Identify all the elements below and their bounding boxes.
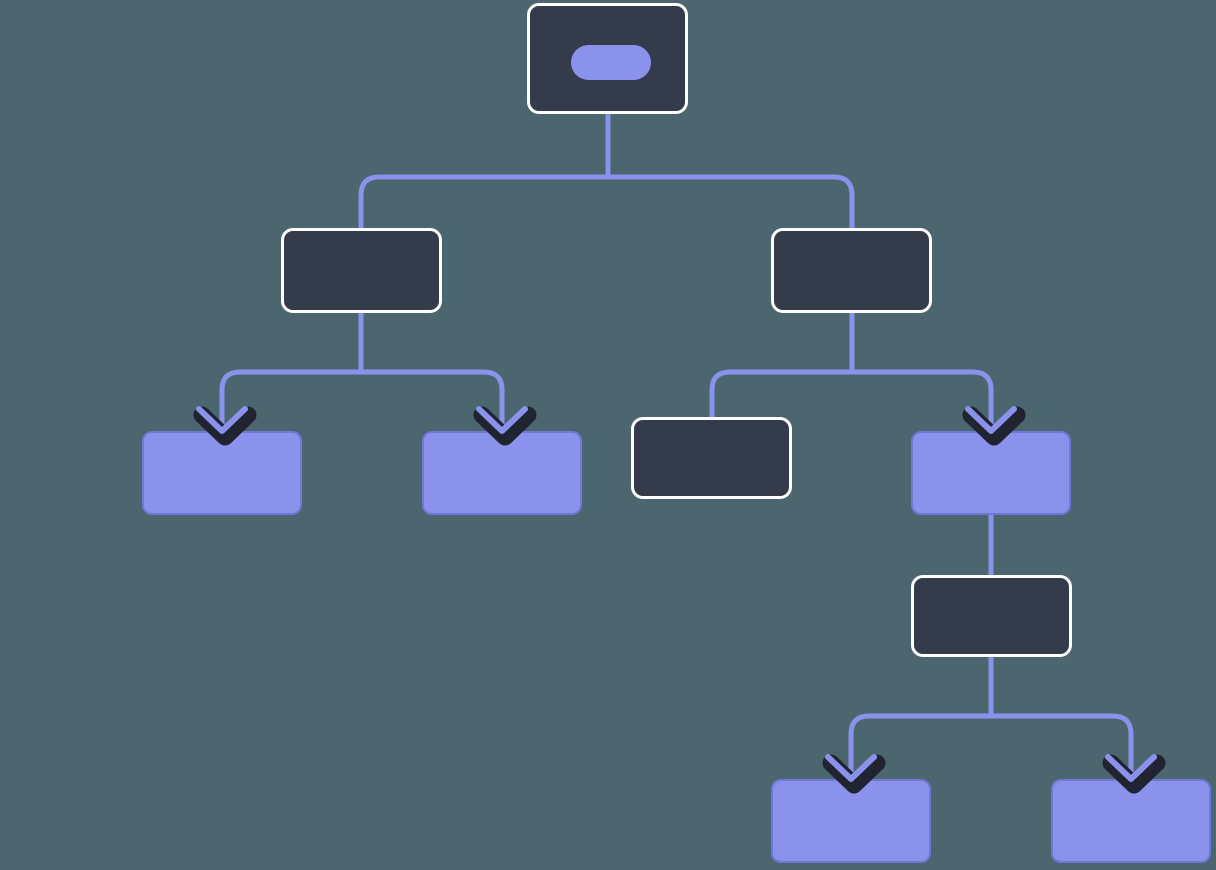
- level2-leaf-a[interactable]: [142, 431, 302, 515]
- level1-left-node-label: [284, 231, 439, 310]
- edge-level1-right-to-leaf-c: [709, 313, 855, 417]
- level2-leaf-b[interactable]: [422, 431, 582, 515]
- level4-leaf-b[interactable]: [1051, 779, 1211, 863]
- root-node[interactable]: [527, 3, 688, 114]
- edge-level3-to-leaf-a: [848, 657, 994, 779]
- level2-dark-leaf-c-label: [634, 420, 789, 496]
- level3-dark-node-label: [914, 578, 1069, 654]
- level2-branch-d-label: [913, 433, 1069, 513]
- level4-leaf-b-label: [1053, 781, 1209, 861]
- level2-branch-d[interactable]: [911, 431, 1071, 515]
- level4-leaf-a[interactable]: [771, 779, 931, 863]
- edge-level1-left-to-leaf-a: [219, 313, 364, 431]
- level1-right-node-label: [774, 231, 929, 310]
- root-pill-badge: [571, 45, 651, 80]
- edge-root-to-level1-right: [605, 114, 855, 228]
- level3-dark-node[interactable]: [911, 575, 1072, 657]
- level4-leaf-a-label: [773, 781, 929, 861]
- level2-leaf-a-label: [144, 433, 300, 513]
- level2-leaf-b-label: [424, 433, 580, 513]
- level2-dark-leaf-c[interactable]: [631, 417, 792, 499]
- edge-level1-right-to-branch-d: [849, 313, 994, 431]
- edge-level1-left-to-leaf-b: [358, 313, 505, 431]
- edge-level3-to-leaf-b: [988, 657, 1134, 779]
- level1-right-node[interactable]: [771, 228, 932, 313]
- level1-left-node[interactable]: [281, 228, 442, 313]
